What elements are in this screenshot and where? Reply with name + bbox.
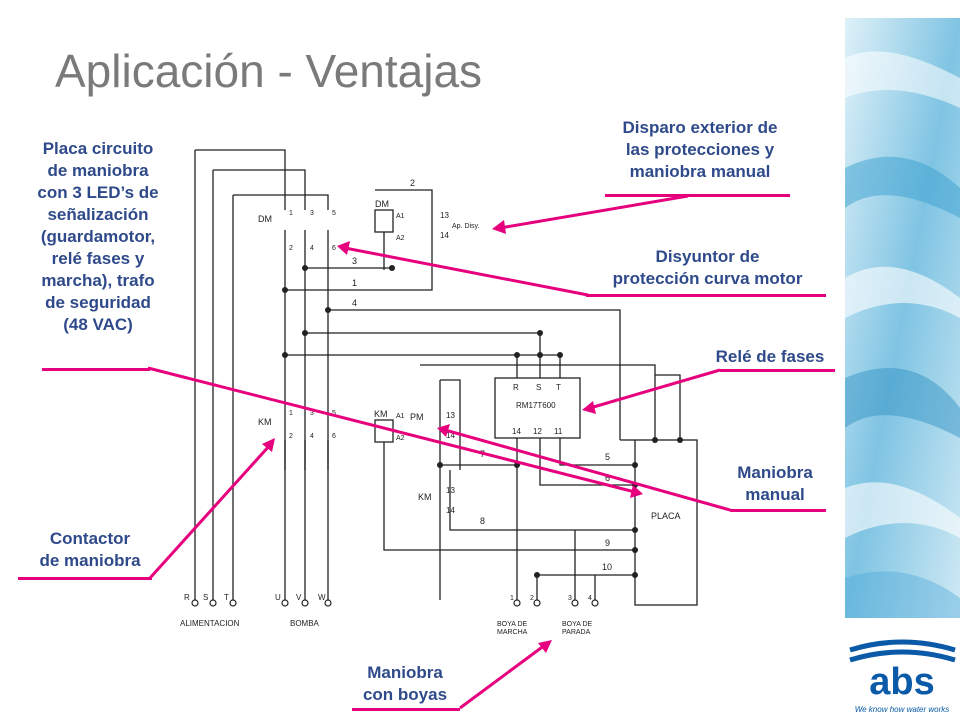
wire-5: 5 bbox=[605, 452, 610, 462]
boya-parada-2: PARADA bbox=[562, 629, 591, 636]
callout-maniobra-manual-underline bbox=[730, 509, 826, 512]
km-pole-4: 4 bbox=[310, 433, 314, 440]
relay-s: S bbox=[536, 383, 541, 392]
water-decoration-image bbox=[845, 18, 960, 618]
logo-text: abs bbox=[869, 661, 934, 703]
km-pole-1: 1 bbox=[289, 410, 293, 417]
dm-aux-13: 13 bbox=[440, 211, 449, 220]
km-a1-label: A1 bbox=[396, 413, 405, 420]
boya-term-3: 3 bbox=[568, 595, 572, 602]
wire-6: 6 bbox=[605, 473, 610, 483]
km-pole-2: 2 bbox=[289, 433, 293, 440]
boya-marcha-1: BOYA DE bbox=[497, 621, 528, 628]
wire-9: 9 bbox=[605, 538, 610, 548]
callout-disyuntor: Disyuntor de protección curva motor bbox=[612, 247, 803, 288]
logo-tagline: We know how water works bbox=[855, 705, 950, 714]
km-label: KM bbox=[258, 417, 272, 427]
dm-coil-label: DM bbox=[375, 199, 389, 209]
wire-4: 4 bbox=[352, 298, 357, 308]
abs-logo: abs We know how water works bbox=[845, 632, 960, 720]
callout-contactor: Contactor de maniobra bbox=[39, 529, 141, 570]
relay-14: 14 bbox=[512, 427, 521, 436]
term-r: R bbox=[184, 593, 190, 602]
callout-boyas-underline bbox=[352, 708, 460, 711]
dm-pole-4: 4 bbox=[310, 245, 314, 252]
relay-model: RM17T600 bbox=[516, 401, 556, 410]
km-coil-label: KM bbox=[374, 409, 388, 419]
term-s: S bbox=[203, 593, 208, 602]
dm-a2-label: A2 bbox=[396, 235, 405, 242]
boya-term-4: 4 bbox=[588, 595, 592, 602]
dm-pole-1: 1 bbox=[289, 210, 293, 217]
km-a2-label: A2 bbox=[396, 435, 405, 442]
dm-pole-5: 5 bbox=[332, 210, 336, 217]
bomba-label: BOMBA bbox=[290, 619, 320, 628]
wire-3: 3 bbox=[352, 256, 357, 266]
placa-label: PLACA bbox=[651, 511, 681, 521]
callout-contactor-underline bbox=[18, 577, 152, 580]
dm-pole-6: 6 bbox=[332, 245, 336, 252]
wire-2: 2 bbox=[410, 178, 415, 188]
relay-12: 12 bbox=[533, 427, 542, 436]
km-aux-label: KM bbox=[418, 492, 432, 502]
km-pole-6: 6 bbox=[332, 433, 336, 440]
term-w: W bbox=[318, 593, 326, 602]
callout-boyas: Maniobra con boyas bbox=[362, 663, 448, 704]
km-pole-5: 5 bbox=[332, 410, 336, 417]
term-t: T bbox=[224, 593, 229, 602]
boya-marcha-2: MARCHA bbox=[497, 629, 528, 636]
boya-term-1: 1 bbox=[510, 595, 514, 602]
wire-8: 8 bbox=[480, 516, 485, 526]
term-v: V bbox=[296, 593, 302, 602]
pm-label: PM bbox=[410, 412, 424, 422]
callout-maniobra-manual: Maniobra manual bbox=[737, 463, 813, 504]
boya-term-2: 2 bbox=[530, 595, 534, 602]
dm-pole-3: 3 bbox=[310, 210, 314, 217]
boya-parada-1: BOYA DE bbox=[562, 621, 593, 628]
km-pole-3: 3 bbox=[310, 410, 314, 417]
relay-11: 11 bbox=[554, 427, 563, 436]
term-u: U bbox=[275, 593, 281, 602]
dm-pole-2: 2 bbox=[289, 245, 293, 252]
dm-aux-14: 14 bbox=[440, 231, 449, 240]
callout-disyuntor-underline bbox=[586, 294, 826, 297]
callout-disparo: Disparo exterior de las protecciones y m… bbox=[622, 118, 778, 181]
km-aux-13: 13 bbox=[446, 486, 455, 495]
relay-r: R bbox=[513, 383, 519, 392]
wire-1: 1 bbox=[352, 278, 357, 288]
pm-14: 14 bbox=[446, 431, 455, 440]
relay-t: T bbox=[556, 383, 561, 392]
callout-rele-underline bbox=[720, 369, 835, 372]
page-title: Aplicación - Ventajas bbox=[55, 45, 483, 97]
alimentacion-label: ALIMENTACION bbox=[180, 619, 240, 628]
dm-a1-label: A1 bbox=[396, 213, 405, 220]
ap-disy-label: Ap. Disy. bbox=[452, 223, 480, 230]
dm-label: DM bbox=[258, 214, 272, 224]
km-aux-14: 14 bbox=[446, 506, 455, 515]
wire-10: 10 bbox=[602, 562, 612, 572]
callout-placa-underline bbox=[42, 368, 150, 371]
pm-13: 13 bbox=[446, 411, 455, 420]
callout-placa: Placa circuito de maniobra con 3 LED’s d… bbox=[37, 139, 159, 334]
callout-disparo-underline bbox=[605, 194, 790, 197]
callout-rele: Relé de fases bbox=[715, 347, 825, 366]
